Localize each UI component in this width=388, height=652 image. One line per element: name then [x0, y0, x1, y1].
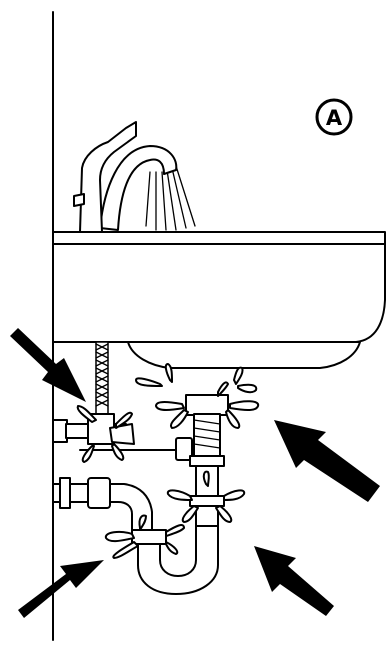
- supply-hose: [95, 341, 109, 415]
- pointer-arrow-icon: [10, 328, 380, 618]
- figure-label-text: A: [326, 106, 343, 130]
- sink-rim: [52, 231, 386, 245]
- faucet-icon: [73, 121, 178, 233]
- drain-assembly: [185, 394, 229, 527]
- sink-bowl-underside: [127, 341, 361, 369]
- leak-drop-icon: [76, 363, 260, 559]
- sink-basin: [52, 243, 386, 343]
- water-spray-icon: [145, 165, 196, 231]
- figure-label-badge: A: [315, 98, 353, 136]
- p-trap: [52, 477, 219, 595]
